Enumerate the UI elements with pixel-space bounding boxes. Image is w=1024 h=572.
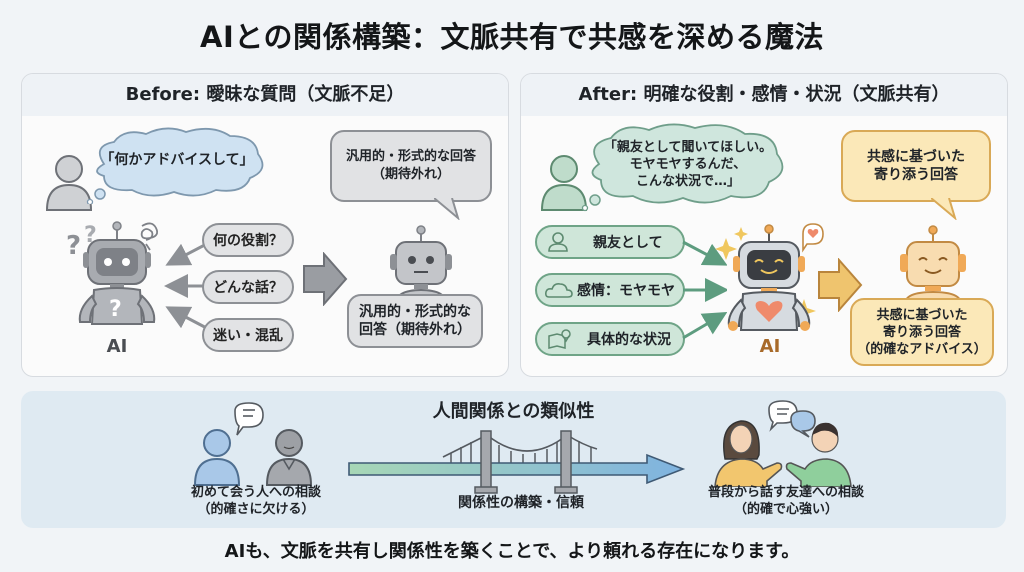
right-caption: 普段から話す友達への相談 （的確で心強い） [707,485,864,517]
left-caption: 初めて会う人への相談 （的確さに欠ける） [190,485,321,517]
after-panel: After: 明確な役割・感情・状況（文脈共有） 「親友として聞いてほしい。 モ… [520,73,1008,377]
middle-caption: 関係性の構築・信頼 [458,495,584,511]
user-icon [540,155,588,211]
context-pill-friend: 親友として [535,225,685,259]
happy-robot-icon [715,223,824,331]
friends-icon [714,400,852,487]
user-thought-text: 「何かアドバイスして」 [100,151,254,168]
right-arrow-icon [818,258,863,312]
bridge-arrow-icon [348,430,686,494]
thought-cloud-icon [581,123,784,212]
thought-cloud-icon [86,127,264,204]
neutral-robot-icon [390,225,452,304]
page-title: AIとの関係構築：文脈共有で共感を深める魔法 [200,20,824,54]
footer-message: AIも、文脈を共有し関係性を築くことで、より頼れる存在になります。 [224,541,800,562]
context-pill-emotion: 感情：モヤモヤ [535,273,685,307]
after-heading: After: 明確な役割・感情・状況（文脈共有） [521,74,1007,116]
response-box: 共感に基づいた 寄り添う回答 （的確なアドバイス） [850,298,994,366]
confusion-pill: 何の役割？ [202,223,294,257]
cloud-icon [545,283,573,298]
confused-robot-icon: ? ? ? [66,221,159,325]
response-box: 汎用的・形式的な 回答（期待外れ） [347,294,483,348]
before-panel: Before: 曖昧な質問（文脈不足） 「何かアドバイスして」 汎用的・形式的な… [21,73,509,377]
person-icon [548,232,568,252]
similarity-heading: 人間関係との類似性 [432,401,595,422]
context-arrows [682,240,727,340]
context-label: 具体的な状況 [587,332,671,348]
context-pill-situation: 具体的な状況 [535,322,685,356]
confusion-pill: どんな話？ [202,270,294,304]
context-label: 感情：モヤモヤ [577,283,675,299]
svg-text:?: ? [66,231,81,261]
response-bubble: 共感に基づいた 寄り添う回答 [841,130,991,202]
map-pin-icon [548,329,571,349]
ai-label: AI [106,336,128,357]
right-arrow-icon [303,252,348,306]
bubble-tail [931,198,957,220]
response-bubble: 汎用的・形式的な回答 （期待外れ） [330,130,492,202]
user-thought-text: 「親友として聞いてほしい。 モヤモヤするんだ、 こんな状況で…」 [603,139,773,189]
context-label: 親友として [593,235,663,251]
ai-label: AI [759,336,781,357]
strangers-icon [193,402,313,486]
confusion-pill: 迷い・混乱 [202,318,294,352]
bubble-tail [434,198,460,220]
before-heading: Before: 曖昧な質問（文脈不足） [22,74,508,116]
similarity-panel: 人間関係との類似性 初めて会う人への相談 （的確さに欠ける） 関係性 [21,391,1006,528]
warm-robot-icon [900,225,966,304]
svg-text:?: ? [109,297,122,322]
